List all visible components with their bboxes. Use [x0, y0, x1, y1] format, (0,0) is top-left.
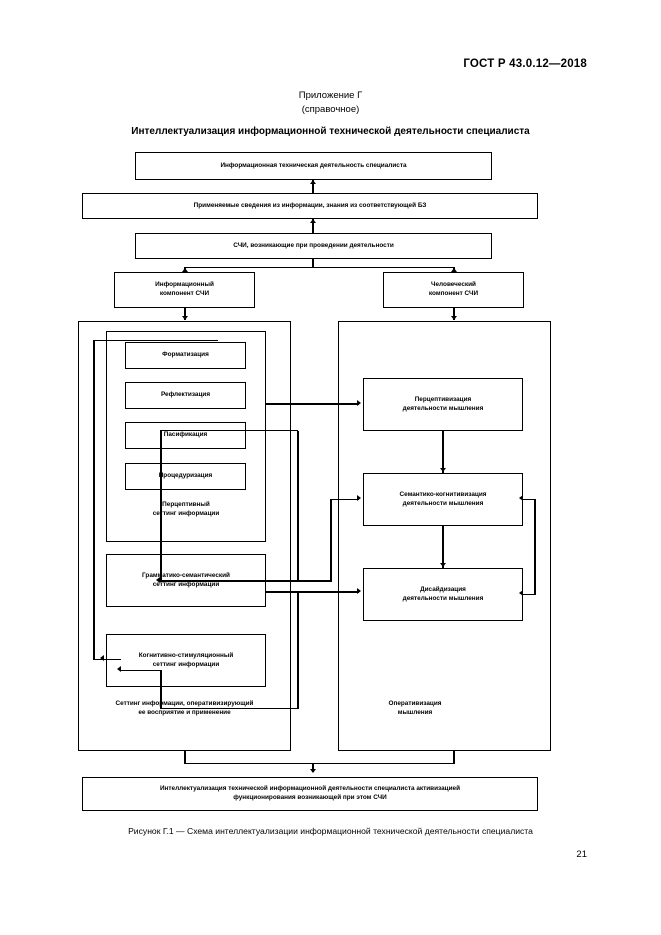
perceptive-setting-label: Перцептивный сеттинг информации — [106, 501, 266, 518]
perceptive-setting-label-line2: сеттинг информации — [152, 509, 220, 517]
connector-knowledge-chi — [312, 219, 314, 233]
chain-semantiko-disaydizaciya — [442, 526, 444, 568]
feedback-top-2 — [93, 339, 218, 342]
arrowhead-up-knowledge — [310, 219, 316, 223]
arrowhead-down-left-container — [182, 316, 188, 320]
feedback-drop-3 — [160, 669, 162, 709]
arrowhead-up-human-component — [451, 268, 457, 272]
box-disaydizaciya-line1: Дисайдизация — [420, 585, 466, 593]
left-container-label: Сеттинг информации, оперативизирующий ее… — [80, 700, 289, 717]
box-disaydizaciya: Дисайдизация деятельности мышления — [363, 568, 523, 621]
box-perceptivizaciya: Перцептивизация деятельности мышления — [363, 378, 523, 431]
feedback-top-1 — [160, 429, 298, 432]
box-disaydizaciya-line2: деятельности мышления — [402, 594, 484, 602]
link-grammar-to-semantiko — [330, 498, 359, 501]
arrowhead-down-conclusion — [310, 769, 316, 773]
right-container-label: Оперативизация мышления — [340, 700, 490, 717]
feedback-riser-right — [534, 500, 536, 595]
box-knowledge: Применяемые сведения из информации, знан… — [82, 193, 538, 219]
left-container-label-line1: Сеттинг информации, оперативизирующий — [115, 700, 254, 707]
feedback-drop-2 — [93, 339, 95, 660]
figure-title: Интеллектуализация информационной технич… — [131, 126, 530, 137]
box-human-component-line2: компонент СЧИ — [428, 290, 479, 297]
left-container-label-line2: ее восприятие и применение — [138, 708, 231, 716]
box-kognitivno-stimulyacionnyy-line2: сеттинг информации — [152, 660, 220, 668]
box-perceptivizaciya-line2: деятельности мышления — [402, 404, 484, 412]
box-formatizaciya: Форматизация — [125, 342, 246, 369]
box-semantiko-kognitivizaciya-line1: Семантико-когнитивизация — [399, 490, 487, 498]
connector-chi-split — [312, 259, 314, 268]
box-human-component-line1: Человеческий — [431, 281, 476, 289]
feedback-drop-1 — [160, 429, 162, 581]
arrowhead-left-grammar-semantic — [156, 576, 160, 583]
box-info-component-line1: Информационный — [155, 281, 214, 289]
box-pasifikaciya: Пасификация — [125, 422, 246, 449]
arrowhead-left-disaydizaciya-feedback — [519, 590, 523, 596]
right-container-label-line2: мышления — [397, 708, 433, 716]
arrowhead-right-semantiko — [357, 495, 361, 501]
feedback-right-top — [523, 498, 536, 501]
feedback-right-bottom — [523, 593, 536, 596]
right-container-label-line1: Оперативизация — [388, 700, 442, 707]
connector-activity-knowledge — [312, 180, 314, 193]
box-kognitivno-stimulyacionnyy-line1: Когнитивно-стимуляционный — [138, 651, 234, 659]
feedback-bottom-1 — [160, 580, 298, 582]
link-cognitive-to-disaydizaciya — [266, 591, 359, 593]
connector-info-to-left-container — [184, 308, 186, 320]
merge-bus — [184, 762, 455, 765]
arrowhead-down-disaydizaciya — [440, 563, 446, 567]
box-conclusion-line1: Интеллектуализация технической информаци… — [159, 785, 461, 793]
box-semantiko-kognitivizaciya-line2: деятельности мышления — [402, 499, 484, 507]
arrowhead-up-info-component — [182, 268, 188, 272]
box-semantiko-kognitivizaciya: Семантико-когнитивизация деятельности мы… — [363, 473, 523, 526]
merge-left-drop — [184, 751, 186, 764]
arrowhead-down-right-container — [451, 316, 457, 320]
box-grammatiko-semanticheskiy-line1: Грамматико-семантический — [142, 571, 230, 579]
box-info-component-line2: компонент СЧИ — [159, 290, 210, 297]
box-proceduriyaciya: Процедуризация — [125, 463, 246, 490]
feedback-mid-3 — [121, 669, 161, 672]
box-activity: Информационная техническая деятельность … — [135, 152, 492, 180]
merge-right-drop — [453, 751, 455, 764]
feedback-riser-left-3 — [297, 591, 299, 709]
box-perceptivizaciya-line1: Перцептивизация — [414, 395, 472, 403]
feedback-bottom-3 — [160, 707, 298, 710]
merge-center-drop — [312, 762, 314, 772]
connector-human-to-right-container — [453, 308, 455, 320]
chain-perceptivizaciya-semantiko — [442, 431, 444, 473]
box-human-component: Человеческий компонент СЧИ — [383, 272, 524, 308]
box-info-component: Информационный компонент СЧИ — [114, 272, 255, 308]
figure-caption: Рисунок Г.1 — Схема интеллектуализации и… — [128, 826, 533, 836]
link-perceptive-to-perceptivizaciya — [266, 403, 359, 405]
arrowhead-left-cognitive — [100, 655, 104, 661]
box-chi: СЧИ, возникающие при проведении деятельн… — [135, 233, 492, 259]
arrowhead-left-feedback-3 — [117, 666, 121, 672]
arrowhead-right-perceptivizaciya — [357, 399, 361, 406]
box-grammatiko-semanticheskiy-line2: сеттинг информации — [152, 580, 220, 588]
arrowhead-down-semantiko — [440, 468, 446, 472]
appendix-label: Приложение Г — [298, 90, 363, 101]
box-conclusion-line2: функционирования возникающей при этом СЧ… — [233, 794, 387, 801]
feedback-riser-left-1 — [297, 431, 299, 581]
arrowhead-left-semantiko-feedback — [519, 495, 523, 501]
appendix-sublabel: (справочное) — [301, 104, 360, 115]
box-kognitivno-stimulyacionnyy: Когнитивно-стимуляционный сеттинг информ… — [106, 634, 266, 687]
page-number: 21 — [576, 849, 587, 860]
feedback-bottom-2 — [93, 658, 121, 661]
box-conclusion: Интеллектуализация технической информаци… — [82, 777, 538, 811]
standard-header: ГОСТ Р 43.0.12—2018 — [463, 58, 587, 70]
perceptive-setting-label-line1: Перцептивный — [162, 501, 210, 508]
connector-split-bus — [184, 266, 454, 269]
link-riser-grammar-semantic — [330, 498, 332, 582]
arrowhead-right-disaydizaciya — [357, 587, 361, 594]
arrowhead-up-activity — [310, 180, 316, 184]
box-reflektizaciya: Рефлектизация — [125, 382, 246, 409]
